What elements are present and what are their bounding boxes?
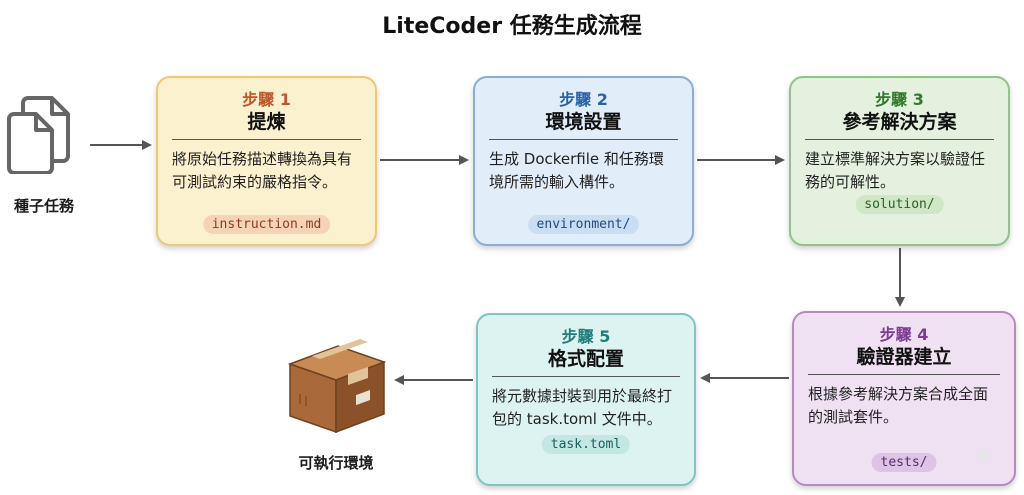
card-divider: [805, 139, 994, 140]
step-description: 建立標準解決方案以驗證任務的可解性。: [805, 150, 986, 191]
step-description: 將原始任務描述轉換為具有可測試約束的嚴格指令。: [172, 150, 353, 191]
step-number: 步驟 1: [242, 90, 291, 109]
step-1-card: 步驟 1 提煉 將原始任務描述轉換為具有可測試約束的嚴格指令。 instruct…: [156, 76, 377, 246]
step-description: 根據參考解決方案合成全面的測試套件。: [808, 385, 989, 426]
step-2-card: 步驟 2 環境設置 生成 Dockerfile 和任務環境所需的輸入構件。 en…: [473, 76, 694, 246]
step-number: 步驟 3: [875, 90, 924, 109]
card-divider: [808, 374, 1000, 375]
artifact-tag: task.toml: [541, 435, 631, 454]
step-name: 提煉: [247, 111, 286, 133]
card-divider: [489, 139, 678, 140]
output-label: 可執行環境: [298, 454, 374, 472]
diagram-title: LiteCoder 任務生成流程: [382, 14, 642, 39]
step-number: 步驟 5: [561, 327, 611, 346]
step-description: 將元數據封裝到用於最終打包的 task.toml 文件中。: [492, 387, 673, 428]
package-box-icon: [287, 339, 387, 434]
artifact-tag: tests/: [871, 453, 937, 472]
step-name: 格式配置: [547, 348, 624, 370]
seed-task-label: 種子任務: [13, 197, 74, 215]
artifact-tag: environment/: [527, 215, 640, 234]
card-divider: [172, 139, 361, 140]
sparkle-icon: [970, 442, 998, 470]
artifact-tag: solution/: [855, 195, 944, 214]
step-description: 生成 Dockerfile 和任務環境所需的輸入構件。: [489, 150, 664, 191]
step-5-card: 步驟 5 格式配置 將元數據封裝到用於最終打包的 task.toml 文件中。 …: [476, 313, 696, 486]
step-3-card: 步驟 3 參考解決方案 建立標準解決方案以驗證任務的可解性。 solution/: [789, 76, 1010, 246]
step-number: 步驟 4: [879, 325, 929, 344]
step-number: 步驟 2: [559, 90, 608, 109]
card-divider: [492, 376, 680, 377]
documents-icon: [7, 96, 70, 174]
step-name: 驗證器建立: [856, 346, 952, 368]
step-name: 環境設置: [545, 111, 622, 133]
artifact-tag: instruction.md: [202, 215, 331, 234]
step-name: 參考解決方案: [842, 111, 957, 133]
